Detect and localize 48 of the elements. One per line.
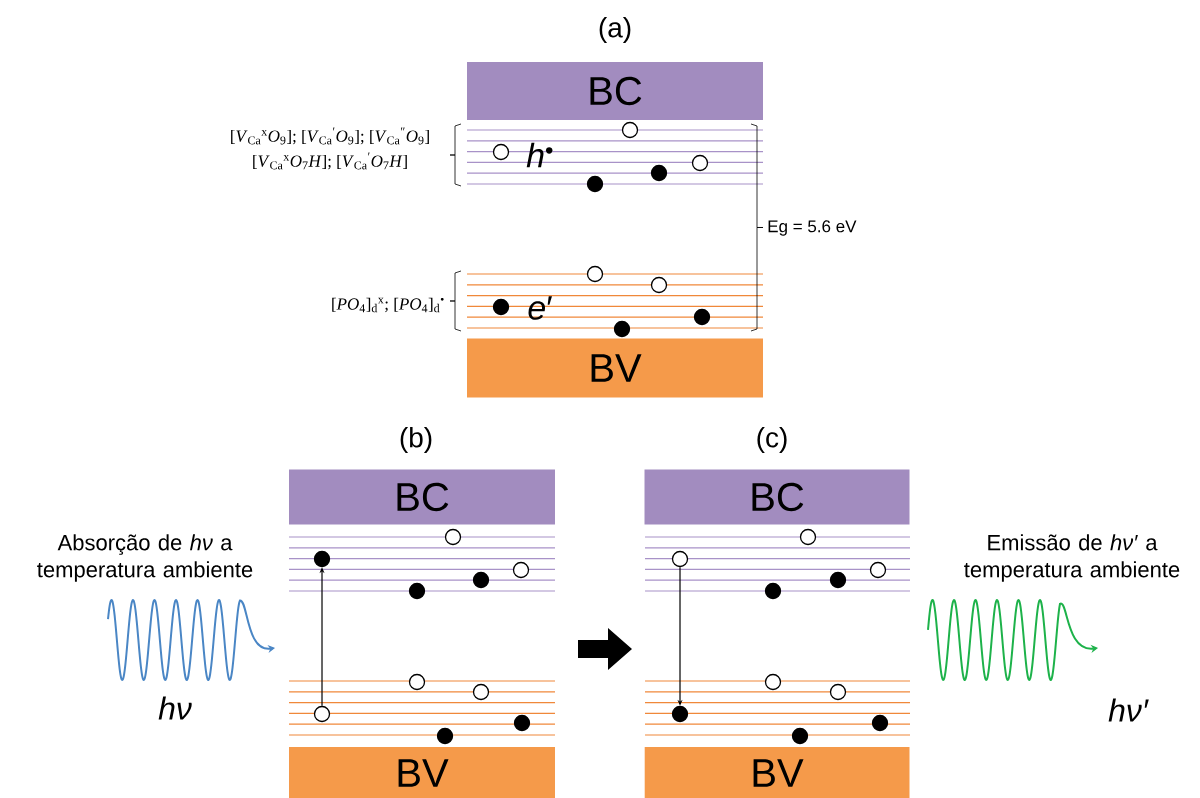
band-box: BV	[289, 747, 555, 798]
filled-circle	[492, 298, 510, 316]
filled-circle	[693, 308, 711, 326]
band-box: BC	[644, 469, 910, 525]
photon-label: hν′	[1108, 698, 1149, 722]
open-circle	[764, 673, 782, 691]
band-box: BV	[644, 747, 910, 798]
filled-circle	[586, 175, 604, 193]
defect-label: [PO$_{4}$]$_{d}$$^{x}$; [PO$_{4}$]$_{d}$•	[332, 297, 444, 313]
band-box: BV	[467, 338, 763, 398]
filled-circle	[829, 571, 847, 589]
panel-label: (c)	[757, 426, 787, 454]
filled-circle	[871, 714, 889, 732]
open-circle	[313, 705, 331, 723]
gap-label: Eg = 5.6 eV	[768, 220, 857, 236]
caption-text: Emissão de hν′ a temperatura ambiente	[964, 534, 1180, 582]
band-box: BC	[467, 62, 763, 120]
open-circle	[586, 265, 604, 283]
filled-circle	[671, 705, 689, 723]
open-circle	[444, 528, 462, 546]
caption-text: Absorção de hν a temperatura ambiente	[37, 534, 253, 582]
filled-circle	[513, 714, 531, 732]
open-circle	[691, 154, 709, 172]
band-box: BC	[289, 469, 555, 525]
open-circle	[829, 683, 847, 701]
defect-label: [V$_{Ca}$$^{x}$O$_{7}$H]; [V$_{Ca}$$^{′}$O$_{7}$H]	[253, 152, 407, 170]
open-circle	[408, 673, 426, 691]
open-circle	[512, 561, 530, 579]
open-circle	[472, 683, 490, 701]
defect-label: [V$_{Ca}$$^{x}$O$_{9}$]; [V$_{Ca}$$^{′}$O$_{9}$]; [V$_{Ca}$$^{″}$O$_{9}$]	[231, 127, 429, 145]
panel-label: (b)	[400, 426, 432, 454]
open-circle	[799, 528, 817, 546]
open-circle	[671, 550, 689, 568]
open-circle	[621, 121, 639, 139]
photon-label: hν	[158, 696, 192, 720]
panel-label: (a)	[599, 16, 631, 44]
filled-circle	[764, 582, 782, 600]
filled-circle	[472, 571, 490, 589]
open-circle	[492, 143, 510, 161]
filled-circle	[650, 164, 668, 182]
open-circle	[869, 561, 887, 579]
filled-circle	[613, 320, 631, 338]
filled-circle	[791, 727, 809, 745]
carrier-label: h$^{•}$	[526, 142, 553, 168]
filled-circle	[313, 550, 331, 568]
open-circle	[650, 276, 668, 294]
filled-circle	[408, 582, 426, 600]
filled-circle	[436, 727, 454, 745]
